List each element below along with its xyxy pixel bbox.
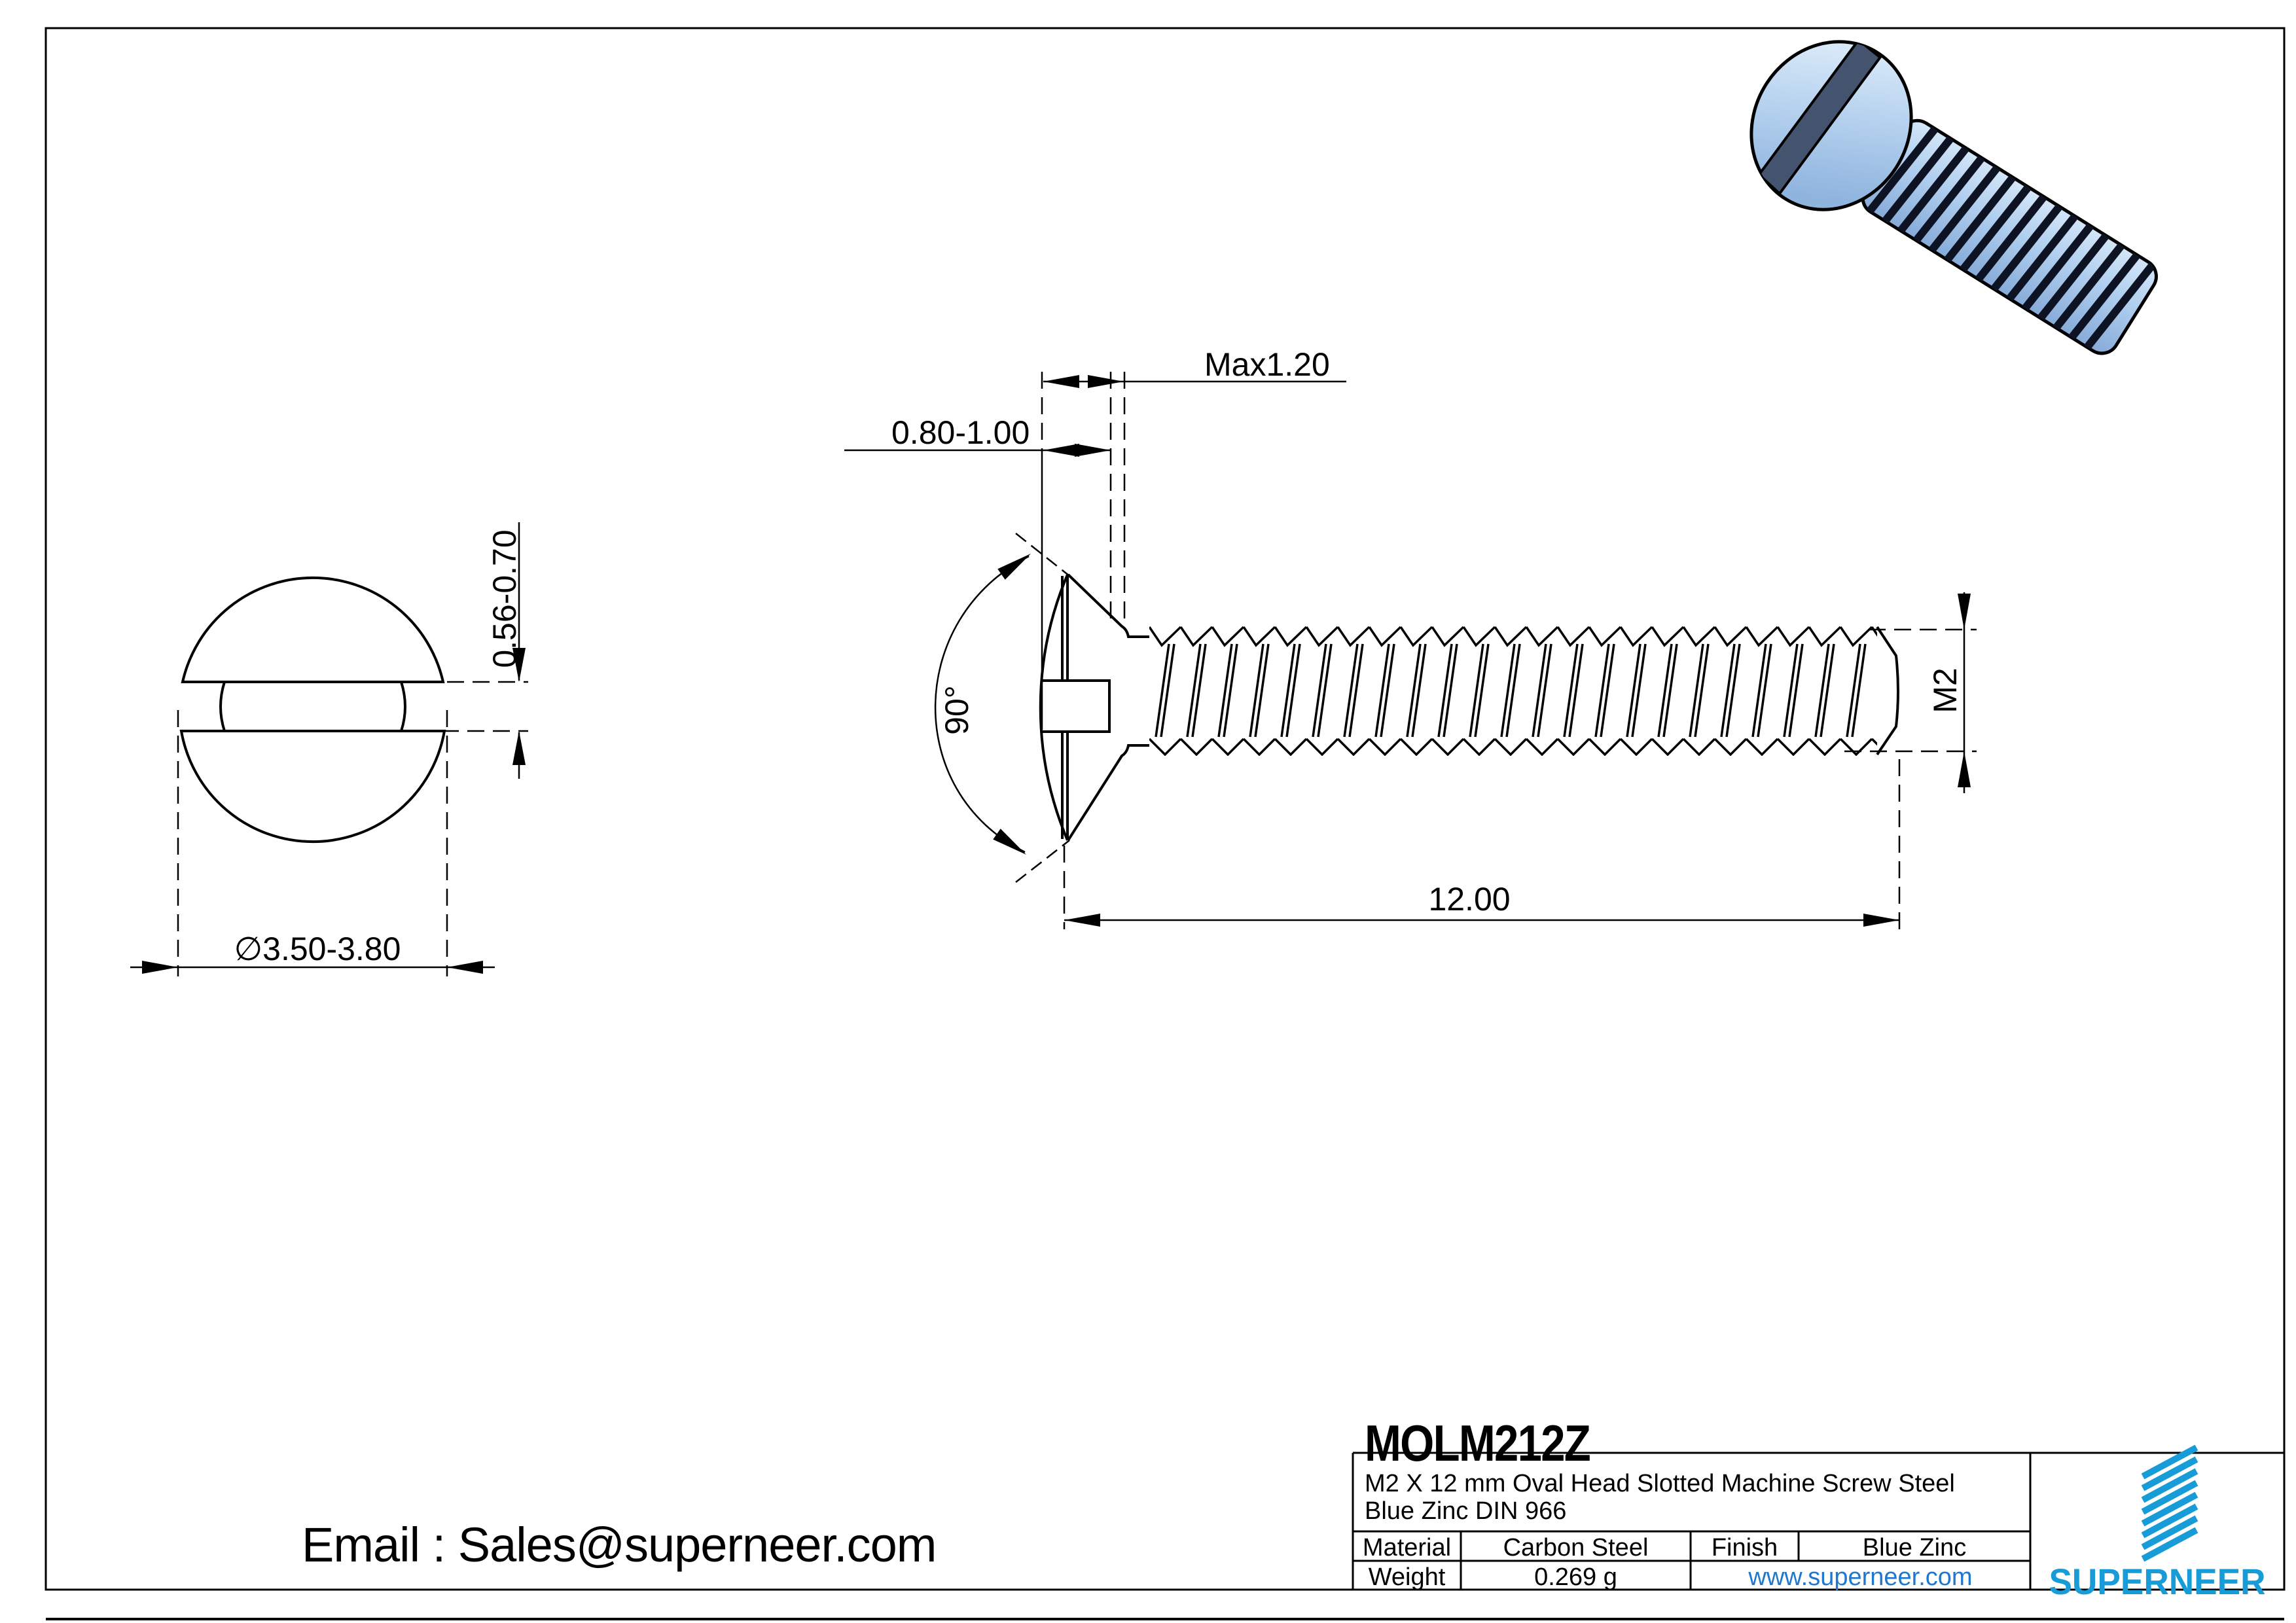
title-block-lines <box>1352 1452 2284 1590</box>
side-view <box>844 372 1977 929</box>
screw-profile <box>1039 573 1899 842</box>
screw-3d-render <box>1749 38 2158 355</box>
material-label: Material <box>1362 1534 1452 1561</box>
thread-pattern <box>1149 626 1877 756</box>
brand-name: SUPERNEER <box>2049 1561 2266 1602</box>
head-face-view <box>130 522 528 976</box>
brand-logo-icon <box>2141 1444 2198 1562</box>
thread-stripes-3d <box>1856 116 2156 350</box>
material-value: Carbon Steel <box>1503 1534 1649 1561</box>
website-link[interactable]: www.superneer.com <box>1748 1563 1973 1591</box>
dim-cone-angle: 90° <box>939 685 975 735</box>
dim-head-diameter: ∅3.50-3.80 <box>234 931 401 967</box>
part-description-line2: Blue Zinc DIN 966 <box>1365 1497 1567 1525</box>
dim-slot-width: 0.56-0.70 <box>486 529 523 668</box>
finish-value: Blue Zinc <box>1862 1534 1967 1561</box>
page-border <box>45 27 2286 1620</box>
contact-email: Email : Sales@superneer.com <box>302 1518 937 1572</box>
weight-value: 0.269 g <box>1534 1563 1617 1591</box>
finish-label: Finish <box>1711 1534 1778 1561</box>
part-description-line1: M2 X 12 mm Oval Head Slotted Machine Scr… <box>1365 1470 1955 1497</box>
arrowheads-side-view <box>993 375 1971 927</box>
dim-dome-height: Max1.20 <box>1204 346 1330 383</box>
dim-slot-depth: 0.80-1.00 <box>891 414 1030 451</box>
screw-slot-3d <box>1757 38 1882 196</box>
arrowheads-face-view <box>142 648 526 974</box>
dim-length: 12.00 <box>1428 881 1511 918</box>
dim-thread-size: M2 <box>1927 668 1964 713</box>
weight-label: Weight <box>1368 1563 1446 1591</box>
part-number: MOLM212Z <box>1365 1414 1591 1472</box>
